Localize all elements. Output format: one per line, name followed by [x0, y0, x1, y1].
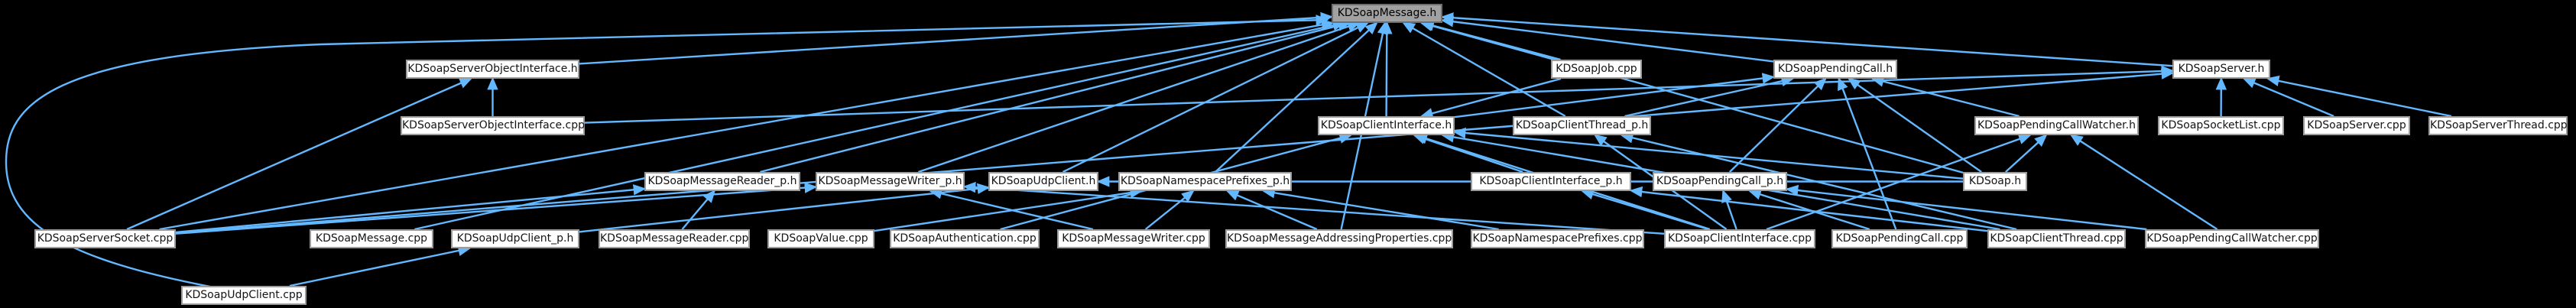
include-edge-nsprefix-cpp-to-nsprefix-ph [1261, 187, 1499, 231]
graph-node-pendingcall-h[interactable]: KDSoapPendingCall.h [1773, 60, 1897, 79]
graph-node-server-cpp[interactable]: KDSoapServer.cpp [2303, 116, 2410, 135]
graph-node-msg-h[interactable]: KDSoapMessage.h [1332, 4, 1442, 23]
graph-node-clientiface-h[interactable]: KDSoapClientInterface.h [1318, 116, 1455, 135]
graph-node-clientthread-cpp[interactable]: KDSoapClientThread.cpp [1987, 229, 2126, 248]
include-edge-msgaddr-cpp-to-nsprefix-ph [1225, 190, 1318, 231]
graph-node-pendingcall-ph[interactable]: KDSoapPendingCall_p.h [1653, 172, 1787, 191]
graph-node-nsprefix-ph[interactable]: KDSoapNamespacePrefixes_p.h [1118, 172, 1292, 191]
graph-node-value-cpp[interactable]: KDSoapValue.cpp [767, 229, 874, 248]
graph-node-clientiface-ph[interactable]: KDSoapClientInterface_p.h [1471, 172, 1631, 191]
graph-node-pendingcall-cpp[interactable]: KDSoapPendingCall.cpp [1831, 229, 1968, 248]
graph-node-nsprefix-cpp[interactable]: KDSoapNamespacePrefixes.cpp [1471, 229, 1644, 248]
graph-node-pcw-cpp[interactable]: KDSoapPendingCallWatcher.cpp [2145, 229, 2319, 248]
include-edge-msgreader-ph-to-msg-h [760, 20, 1351, 173]
include-edge-serversocket-cpp-to-server-h [175, 68, 2175, 235]
include-edge-udpclient-cpp-to-msg-h [5, 15, 1329, 289]
graph-node-message-cpp[interactable]: KDSoapMessage.cpp [310, 229, 433, 248]
include-edge-kdsoap-h-to-pendingcall-h [1847, 77, 1982, 173]
graph-node-serversocket-cpp[interactable]: KDSoapServerSocket.cpp [34, 229, 176, 248]
include-edge-value-cpp-to-nsprefix-ph [874, 187, 1144, 232]
graph-node-kdsoap-h[interactable]: KDSoap.h [1963, 172, 2027, 191]
include-edge-serversocket-cpp-to-msgreader-ph [175, 184, 647, 234]
include-edge-srvobj-h-to-msg-h [579, 11, 1334, 65]
include-edge-job-cpp-to-clientiface-h [1419, 77, 1562, 119]
include-edge-pcw-cpp-to-pcw-h [2069, 134, 2218, 231]
include-edge-serversocket-cpp-to-srvobj-h [126, 77, 473, 231]
include-edge-serverthread-cpp-to-server-h [2266, 75, 2452, 118]
include-edge-pendingcall-ph-to-pendingcall-h [1728, 77, 1827, 173]
include-edge-clientiface-h-to-pendingcall-h [1454, 73, 1776, 118]
include-edge-serversocket-cpp-to-msgwriter-ph [175, 182, 818, 235]
graph-node-pcw-h[interactable]: KDSoapPendingCallWatcher.h [1974, 116, 2139, 135]
graph-node-server-h[interactable]: KDSoapServer.h [2172, 60, 2270, 79]
include-edge-msgreader-cpp-to-msgreader-ph [681, 190, 716, 230]
include-edge-pcw-cpp-to-pendingcall-ph [1785, 184, 2147, 231]
include-edge-clientiface-cpp-to-clientiface-ph [1580, 189, 1709, 231]
graph-node-srvobj-cpp[interactable]: KDSoapServerObjectInterface.cpp [401, 116, 585, 135]
include-edge-server-h-to-msg-h [1440, 12, 2173, 67]
include-edge-serversocket-cpp-to-msg-h [159, 19, 1335, 231]
graph-node-clientthread-ph[interactable]: KDSoapClientThread_p.h [1513, 116, 1651, 135]
graph-node-srvobj-h[interactable]: KDSoapServerObjectInterface.h [406, 60, 579, 79]
include-edge-clientthread-ph-to-msg-h [1402, 21, 1566, 118]
include-edge-server-cpp-to-server-h [2242, 77, 2334, 118]
graph-node-serverthread-cpp[interactable]: KDSoapServerThread.cpp [2428, 116, 2568, 135]
include-edge-msgwriter-ph-to-msg-h [918, 21, 1361, 173]
graph-node-clientiface-cpp[interactable]: KDSoapClientInterface.cpp [1664, 229, 1815, 248]
graph-node-msgwriter-cpp[interactable]: KDSoapMessageWriter.cpp [1057, 229, 1210, 248]
include-edge-clientiface-cpp-to-msgwriter-ph [962, 181, 1665, 235]
include-edge-udpclient-cpp-to-udpclient-ph [289, 245, 472, 287]
include-edge-kdsoap-h-to-pcw-h [2004, 134, 2048, 173]
include-edge-pendingcall-cpp-to-pendingcall-ph [1747, 189, 1870, 231]
include-edge-udpclient-h-to-msg-h [1062, 21, 1370, 173]
graph-node-job-cpp[interactable]: KDSoapJob.cpp [1551, 60, 1642, 79]
graph-node-udpclient-ph[interactable]: KDSoapUdpClient_p.h [451, 229, 579, 248]
include-edge-clientiface-cpp-to-pendingcall-ph [1721, 189, 1737, 230]
include-edge-srvobj-cpp-to-server-h [584, 65, 2175, 124]
graph-node-msgreader-cpp[interactable]: KDSoapMessageReader.cpp [599, 229, 750, 248]
graph-node-socketlist-cpp[interactable]: KDSoapSocketList.cpp [2158, 116, 2284, 135]
include-edge-pcw-h-to-pendingcall-h [1870, 76, 2020, 118]
include-edge-pendingcall-h-to-msg-h [1440, 16, 1774, 63]
graph-node-udpclient-cpp[interactable]: KDSoapUdpClient.cpp [181, 286, 307, 305]
include-edge-msgwriter-cpp-to-nsprefix-ph [1144, 190, 1195, 230]
graph-node-udpclient-h[interactable]: KDSoapUdpClient.h [988, 172, 1098, 191]
include-edge-pendingcall-cpp-to-pendingcall-h [1838, 76, 1897, 230]
graph-node-msgreader-ph[interactable]: KDSoapMessageReader_p.h [644, 172, 800, 191]
include-edge-udpclient-ph-to-udpclient-h [579, 183, 991, 233]
include-edge-kdsoap-h-to-msg-h [1419, 20, 1964, 174]
graph-node-msgaddr-cpp[interactable]: KDSoapMessageAddressingProperties.cpp [1225, 229, 1453, 248]
graph-node-auth-cpp[interactable]: KDSoapAuthentication.cpp [890, 229, 1040, 248]
graph-node-msgwriter-ph[interactable]: KDSoapMessageWriter_p.h [816, 172, 965, 191]
